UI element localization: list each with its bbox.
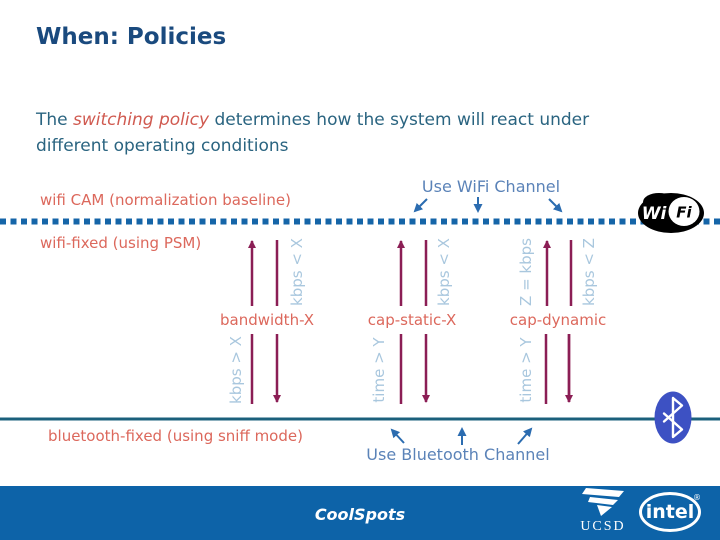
row-label-wifi-fixed: wifi-fixed (using PSM) — [40, 234, 202, 252]
ucsd-label: UCSD — [580, 519, 626, 534]
body-prefix: The — [36, 110, 74, 130]
use-bluetooth-channel-label: Use Bluetooth Channel — [366, 445, 550, 464]
condition-capdynamic-to-bluetooth: time > Y — [517, 337, 535, 403]
condition-capdynamic-to-wifi: kbps < Z — [580, 238, 598, 306]
condition-capstatic-to-wifi: kbps < X — [435, 238, 453, 306]
slide-body-text: The switching policy determines how the … — [36, 107, 646, 159]
ucsd-trident-icon — [582, 488, 624, 516]
bluetooth-pointer-right — [517, 427, 533, 445]
wifi-logo-icon: Wi Fi — [637, 190, 705, 235]
intel-label: intel — [645, 501, 695, 523]
row-label-bluetooth-fixed: bluetooth-fixed (using sniff mode) — [48, 427, 303, 445]
policy-label-cap-static-x: cap-static-X — [367, 311, 457, 329]
footer-brand: CoolSpots — [314, 505, 406, 524]
svg-text:Fi: Fi — [676, 204, 692, 222]
policy-label-bandwidth-x: bandwidth-X — [219, 311, 315, 329]
intel-registered-mark: ® — [693, 493, 701, 502]
condition-bandwidth-to-wifi: kbps < X — [288, 238, 306, 306]
condition-capdynamic-to-wifi-alt: Z = kbps — [517, 238, 535, 306]
body-suffix: determines how the system will react und… — [36, 110, 590, 156]
row-label-wifi-cam: wifi CAM (normalization baseline) — [40, 191, 291, 209]
bluetooth-logo-icon — [654, 391, 692, 444]
body-emphasis: switching policy — [73, 110, 210, 130]
page-title: When: Policies — [36, 24, 227, 50]
condition-bandwidth-to-bluetooth: kbps > X — [227, 336, 245, 404]
bluetooth-pointer-left — [390, 428, 405, 444]
svg-text:Wi: Wi — [642, 204, 668, 224]
policy-label-cap-dynamic: cap-dynamic — [509, 311, 607, 329]
condition-capstatic-to-bluetooth: time > Y — [370, 337, 388, 403]
wifi-pointer-left — [413, 198, 428, 213]
wifi-pointer-right — [548, 198, 563, 213]
ucsd-logo: UCSD — [570, 488, 636, 536]
intel-logo: intel ® — [639, 492, 701, 532]
use-wifi-channel-label: Use WiFi Channel — [421, 177, 561, 196]
